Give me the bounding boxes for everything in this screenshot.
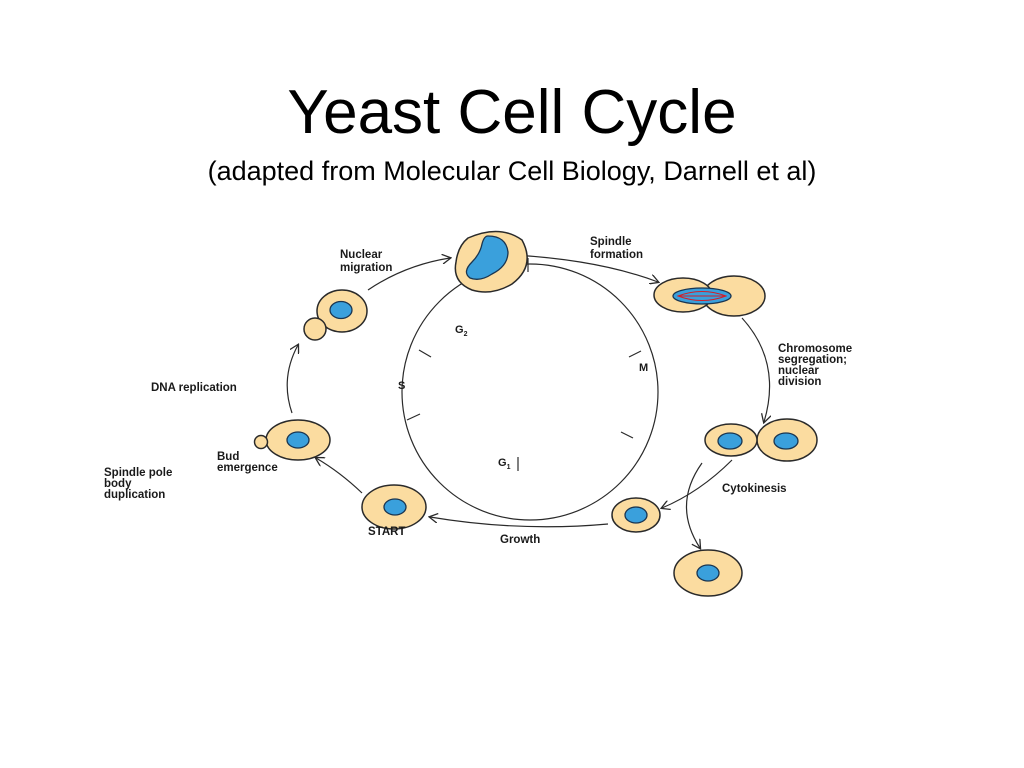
slide-title: Yeast Cell Cycle	[287, 78, 737, 147]
cell-elongated-nucleus	[454, 230, 528, 293]
label-bud-emergence: Bud emergence	[217, 451, 278, 474]
cell-cytokinesis-small	[611, 497, 661, 533]
phase-label-m: M	[639, 362, 648, 374]
arrow-dna-replication	[286, 345, 298, 414]
cell-spindle-formation	[653, 275, 766, 317]
nucleus	[286, 431, 310, 449]
label-spindle-pole-body-duplication: Spindle pole body duplication	[104, 467, 176, 501]
label-cytokinesis: Cytokinesis	[722, 483, 787, 495]
nucleus	[717, 432, 743, 450]
phase-circle	[401, 263, 659, 521]
label-nuclear-migration: Nuclear migration	[340, 249, 392, 274]
nucleus	[624, 506, 648, 524]
label-growth: Growth	[500, 534, 540, 546]
phase-label-g2: G2	[455, 324, 468, 338]
cell-nuclear-migration	[303, 289, 368, 341]
arrow-bud-emergence	[316, 458, 363, 494]
phase-label-s: S	[398, 380, 405, 392]
phase-tick	[628, 350, 642, 358]
nucleus	[696, 564, 720, 582]
arrow-nuclear-migration	[367, 258, 450, 291]
cycle-arrows	[286, 254, 770, 548]
nucleus	[383, 498, 407, 516]
phase-tick	[406, 413, 421, 421]
slide-subtitle: (adapted from Molecular Cell Biology, Da…	[207, 156, 817, 186]
label-spindle-formation: Spindle formation	[590, 236, 643, 261]
nucleus	[465, 235, 509, 280]
phase-ring: G2 M S G1	[398, 258, 659, 521]
cell-start	[361, 484, 427, 530]
nucleus	[773, 432, 799, 450]
label-chromosome-segregation: Chromosome segregation; nuclear division	[778, 343, 855, 388]
arrow-chromosome-segregation	[741, 317, 770, 422]
cell-daughter	[673, 549, 743, 597]
arrow-growth	[430, 517, 609, 528]
arrow-cytokinesis-daughter	[685, 462, 703, 548]
nucleus	[329, 300, 353, 320]
label-dna-replication: DNA replication	[151, 382, 237, 394]
arrow-spindle-formation	[513, 254, 658, 282]
label-start: START	[368, 526, 405, 538]
cell-bud-emergence	[253, 419, 331, 461]
phase-label-g1: G1	[498, 457, 511, 471]
arrow-cytokinesis-small	[662, 459, 733, 508]
cell-nuclear-division	[704, 418, 818, 462]
phase-tick	[418, 349, 432, 358]
phase-tick	[620, 431, 634, 439]
